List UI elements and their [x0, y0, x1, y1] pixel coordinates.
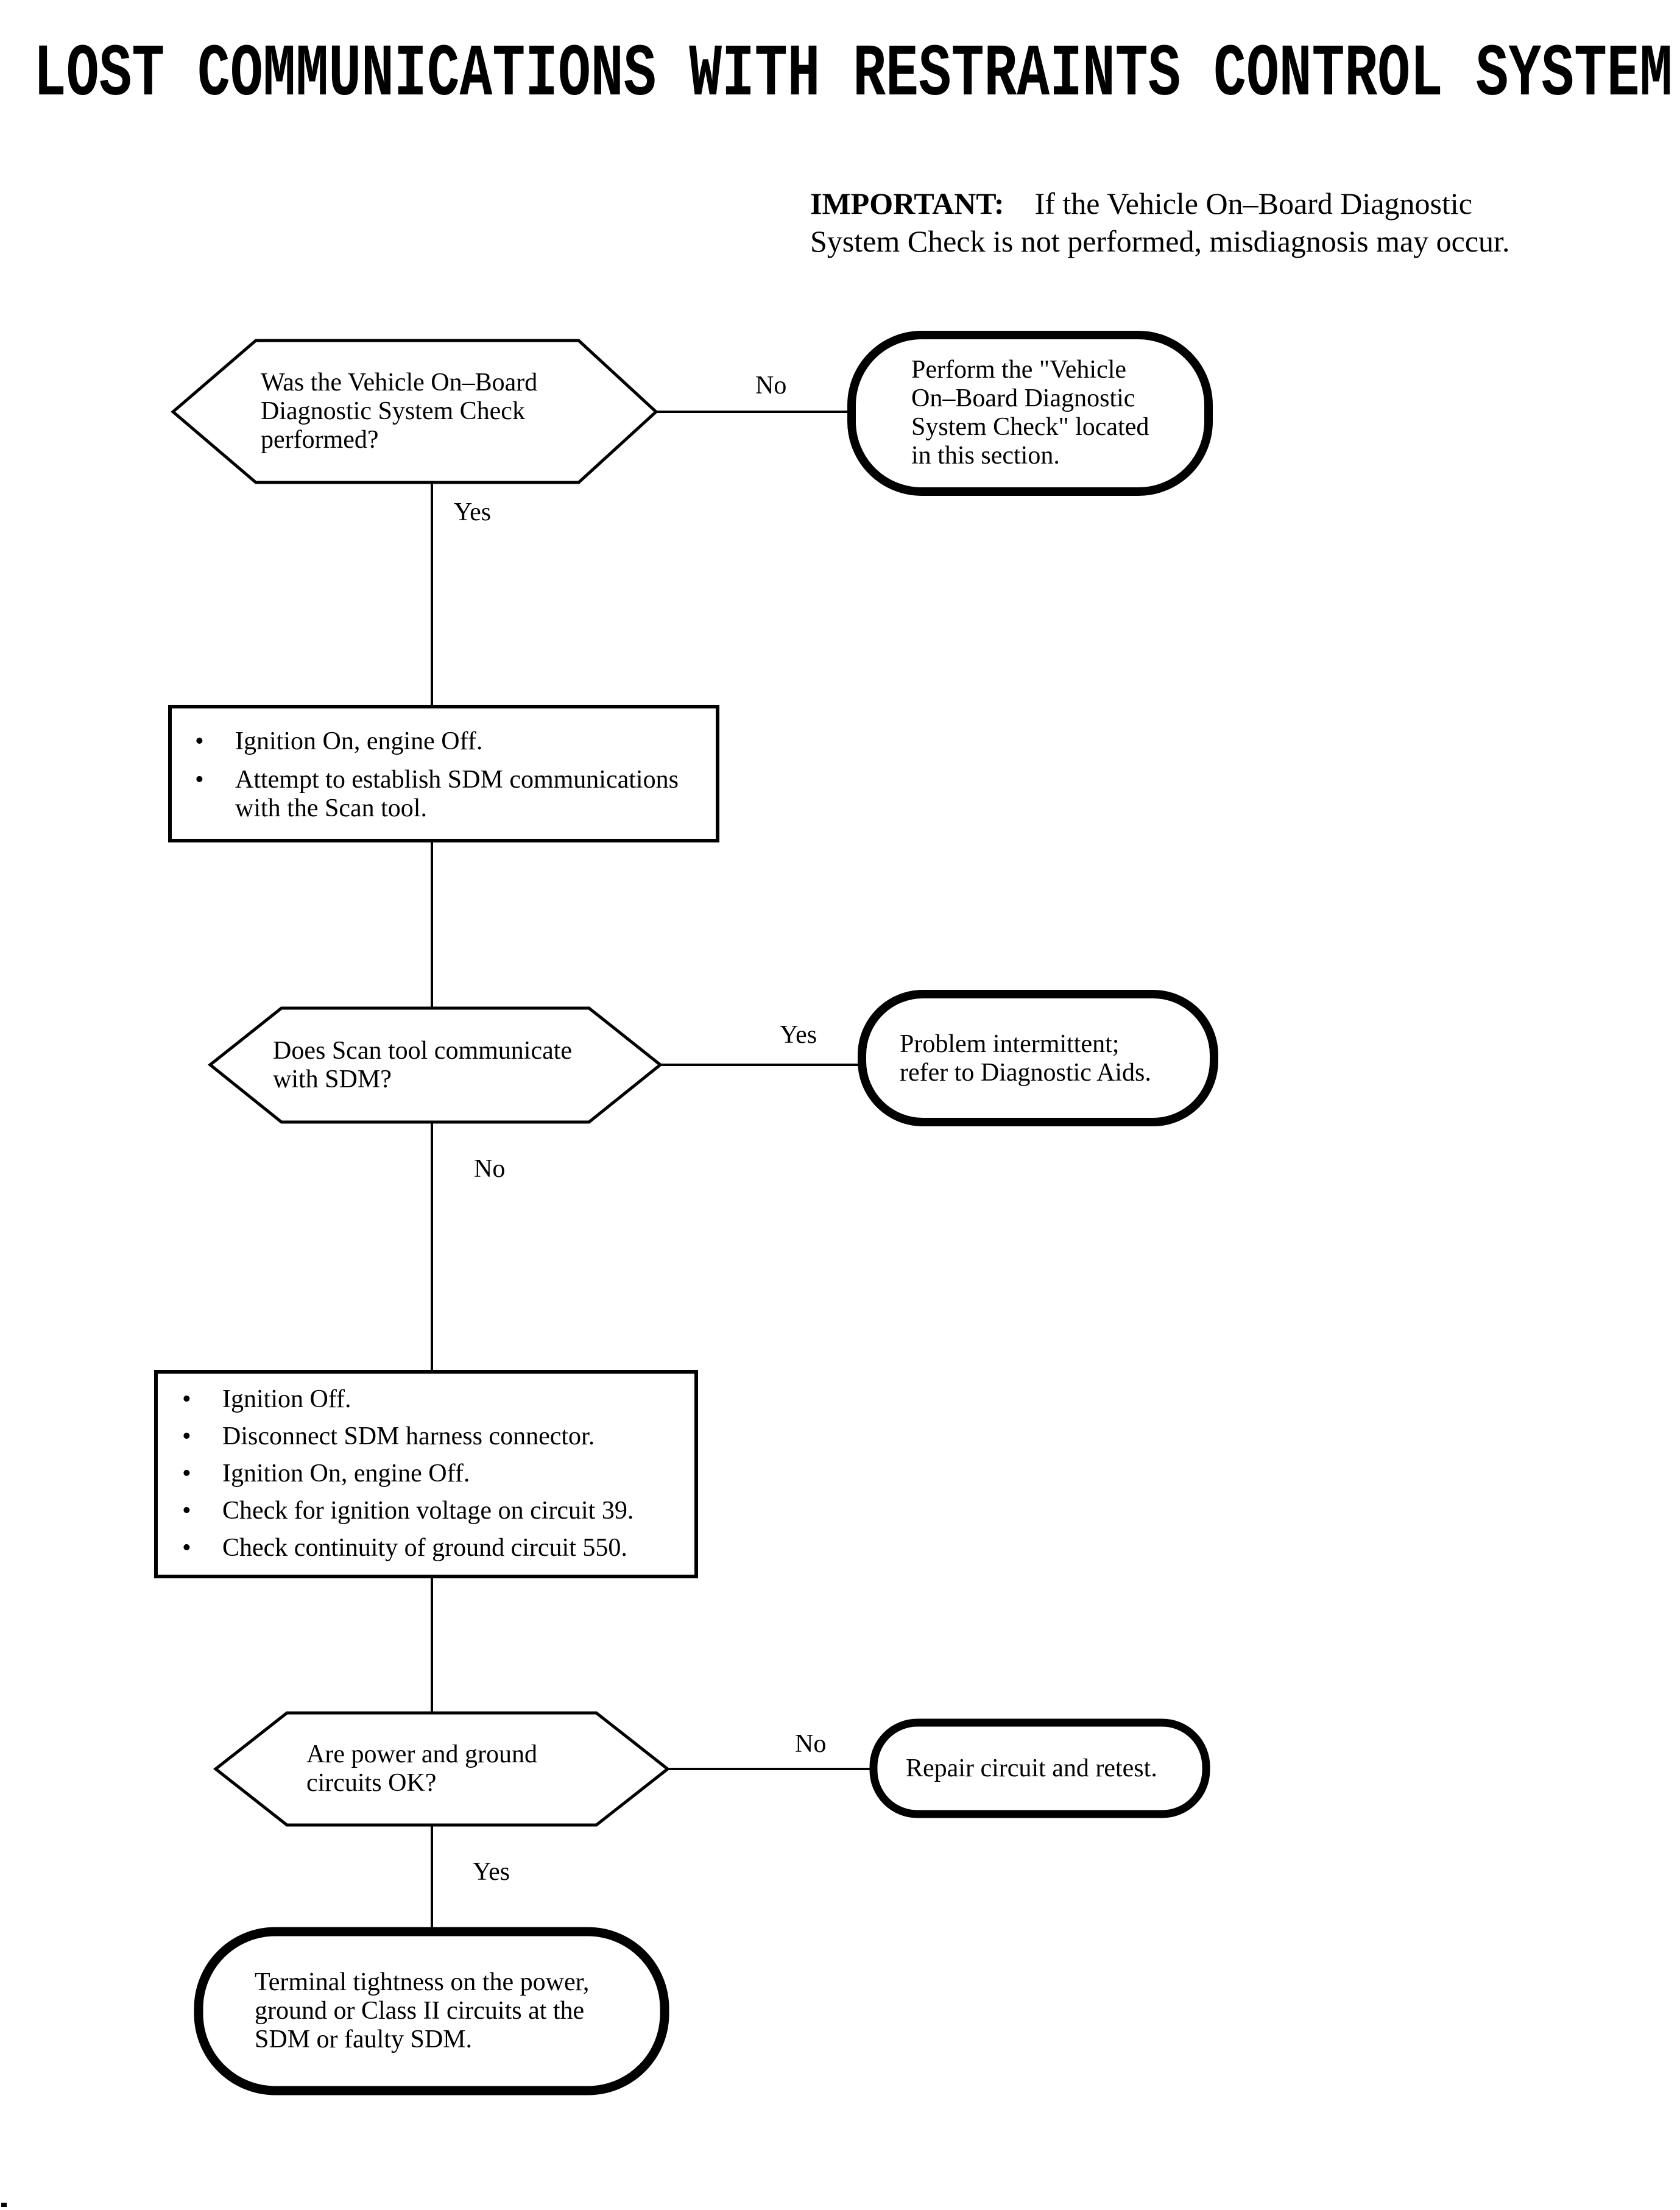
decision-2-shape [207, 1006, 663, 1124]
edge-label-no-2: No [474, 1155, 506, 1183]
action-oval-1-text: Perform the "Vehicle On–Board Diagnostic… [911, 356, 1149, 470]
decision-1-shape [171, 339, 658, 484]
page-artifact-mark [1, 2203, 7, 2207]
decision-1-text: Was the Vehicle On–Board Diagnostic Syst… [261, 369, 538, 454]
bullet-item: • Ignition On, engine Off. [182, 1460, 470, 1488]
bullet-item: • Check for ignition voltage on circuit … [182, 1497, 634, 1525]
bullet-icon: • [182, 1422, 191, 1450]
action-oval-3-text: Repair circuit and retest. [906, 1754, 1157, 1782]
bullet-item: • Ignition Off. [182, 1385, 351, 1413]
edge-label-yes-3: Yes [473, 1858, 510, 1886]
bullet-icon: • [182, 1460, 191, 1488]
important-label: IMPORTANT: [810, 186, 1004, 221]
terminal-oval-shape [194, 1927, 669, 2095]
terminal-text: Terminal tightness on the power, ground … [255, 1968, 590, 2053]
step-1-text: • Ignition On, engine Off. • Attempt to … [195, 727, 679, 823]
step-1-shape [168, 705, 719, 842]
decision-3-text: Are power and ground circuits OK? [306, 1740, 538, 1797]
important-line-1: IMPORTANT: If the Vehicle On–Board Diagn… [810, 185, 1626, 222]
step-2-shape [154, 1370, 698, 1578]
edge-label-no-1: No [755, 372, 787, 400]
bullet-icon: • [195, 766, 204, 794]
bullet-item: • Attempt to establish SDM communication… [195, 766, 679, 822]
important-text-1: If the Vehicle On–Board Diagnostic [1034, 186, 1472, 221]
bullet-item: • Ignition On, engine Off. [195, 727, 483, 755]
edge-label-no-3: No [795, 1730, 827, 1758]
edge-label-yes-1: Yes [454, 498, 492, 526]
decision-2-text: Does Scan tool communicate with SDM? [273, 1037, 573, 1093]
edge-label-yes-2: Yes [780, 1021, 817, 1049]
action-oval-2-shape [858, 990, 1218, 1126]
bullet-item: • Check continuity of ground circuit 550… [182, 1534, 627, 1562]
action-oval-1-shape [847, 331, 1213, 496]
bullet-icon: • [182, 1385, 191, 1413]
important-note: IMPORTANT: If the Vehicle On–Board Diagn… [810, 185, 1626, 260]
bullet-icon: • [182, 1497, 191, 1525]
bullet-item: • Disconnect SDM harness connector. [182, 1422, 595, 1450]
action-oval-3-shape [869, 1718, 1210, 1818]
decision-3-shape [213, 1711, 671, 1827]
bullet-icon: • [195, 727, 204, 755]
bullet-icon: • [182, 1534, 191, 1562]
important-line-2: System Check is not performed, misdiagno… [810, 224, 1510, 258]
step-2-text: • Ignition Off. • Disconnect SDM harness… [182, 1385, 634, 1562]
action-oval-2-text: Problem intermittent; refer to Diagnosti… [900, 1030, 1151, 1087]
page-title: LOST COMMUNICATIONS WITH RESTRAINTS CONT… [34, 32, 1673, 117]
